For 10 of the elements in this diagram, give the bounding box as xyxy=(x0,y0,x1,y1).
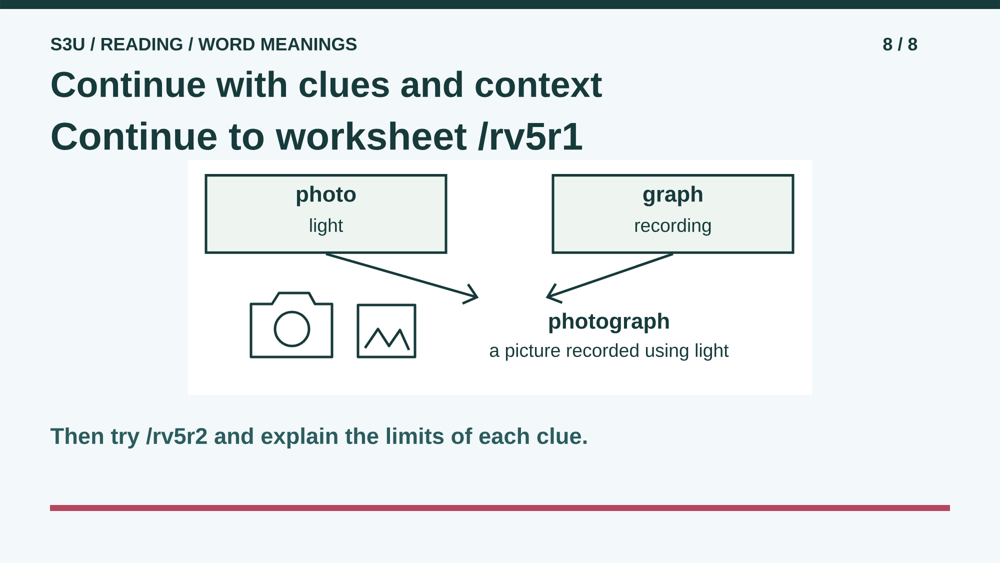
subheading: Continue to worksheet /rv5r1 xyxy=(52,122,582,150)
arrow xyxy=(326,252,479,305)
arrow xyxy=(546,252,674,304)
word-box: graph recording xyxy=(552,174,794,254)
page-number: 8 / 8 xyxy=(883,37,918,51)
title: Continue with clues and context xyxy=(52,70,602,98)
instruction-text: Then try /rv5r2 and explain the limits of each clue. xyxy=(50,427,587,449)
definition-text: photograph a picture recorded using light xyxy=(490,312,729,361)
breadcrumb: S3U / READING / WORD MEANINGS xyxy=(50,37,357,51)
word-box: photo light xyxy=(204,174,448,254)
